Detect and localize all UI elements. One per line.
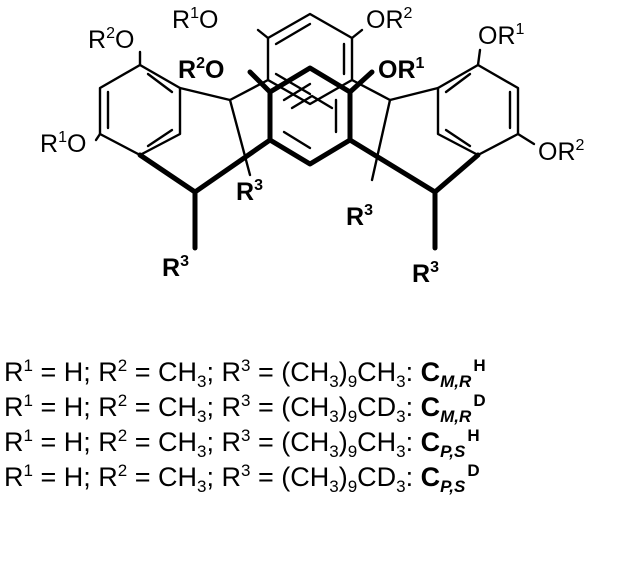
- label-r3-outer-right: R3: [412, 259, 439, 288]
- top-aromatic-ring: [266, 12, 354, 106]
- label-r3-inner-right: R3: [346, 202, 373, 231]
- label-top-right-or2: OR2: [366, 5, 413, 34]
- label-center-left-r2o: R2O: [178, 55, 224, 84]
- substituent-line: R1 = H; R2 = CH3; R3 = (CH3)9CD3: CP,SD: [4, 461, 480, 496]
- compound-label: CP,SH: [420, 426, 480, 461]
- substituent-line: R1 = H; R2 = CH3; R3 = (CH3)9CD3: CM,RD: [4, 391, 486, 426]
- label-r3-inner-left: R3: [236, 177, 263, 206]
- label-right-or2: OR2: [538, 137, 585, 166]
- front-aromatic-ring: [267, 65, 353, 167]
- substituent-line: R1 = H; R2 = CH3; R3 = (CH3)9CH3: CP,SH: [4, 426, 480, 461]
- compound-label: CP,SD: [420, 461, 480, 496]
- compound-label: CM,RH: [420, 356, 486, 391]
- calixarene-structure: R1O OR2 R2O OR1 R2O R1O OR1 OR2 R3 R3 R3…: [40, 5, 585, 288]
- label-top-left-r1o: R1O: [172, 5, 218, 34]
- label-right-or1: OR1: [478, 21, 525, 50]
- label-r3-outer-left: R3: [162, 253, 189, 282]
- compound-label: CM,RD: [420, 391, 486, 426]
- label-center-right-or1: OR1: [378, 55, 425, 84]
- label-left-r2o: R2O: [88, 25, 134, 54]
- label-left-r1o: R1O: [40, 129, 86, 158]
- right-aromatic-ring: [436, 63, 520, 157]
- substituent-line: R1 = H; R2 = CH3; R3 = (CH3)9CH3: CM,RH: [4, 356, 486, 391]
- left-aromatic-ring: [98, 63, 182, 157]
- methine-bridges: [94, 28, 536, 251]
